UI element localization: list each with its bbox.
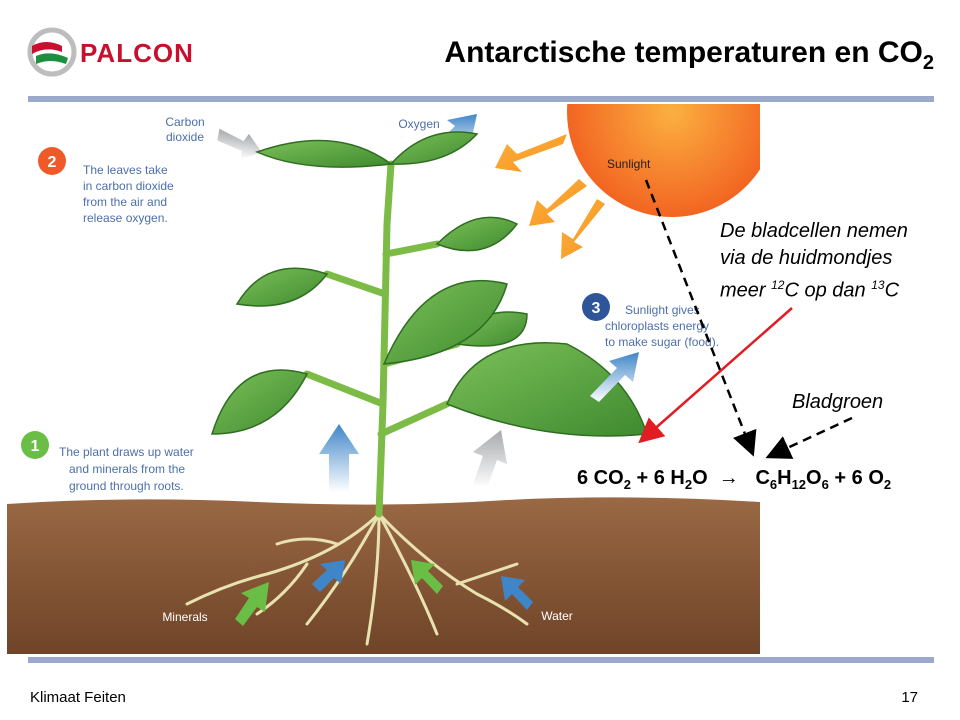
title-subscript: 2 <box>922 52 934 74</box>
isotope-note-line1: De bladcellen nemen <box>720 220 908 242</box>
step-2-text-line4: release oxygen. <box>83 211 168 225</box>
bladgroen-dashed-arrow <box>765 416 853 459</box>
palcon-logo <box>22 22 222 82</box>
hands-globe-icon <box>27 27 77 77</box>
water-arrow <box>501 576 533 610</box>
leaf <box>254 139 393 168</box>
step-3-text-line1: Sunlight gives <box>625 303 700 317</box>
eq-term: 6 CO <box>577 467 624 489</box>
step-1-number: 1 <box>31 438 40 455</box>
step-2-text-line3: from the air and <box>83 195 167 209</box>
plant-leaves <box>210 131 649 437</box>
step-1-text-line3: ground through roots. <box>69 479 184 493</box>
isotope-note: De bladcellen nemen via de huidmondjes m… <box>720 218 908 305</box>
isotope-note-text: meer <box>720 279 772 302</box>
leaf <box>435 216 519 252</box>
energy-arrow <box>590 352 639 402</box>
eq-subscript: 12 <box>791 477 807 492</box>
footer-title: Klimaat Feiten <box>30 689 126 706</box>
step-2-number: 2 <box>48 154 57 171</box>
footer-divider <box>28 657 934 663</box>
reaction-arrow-icon: → <box>718 467 739 489</box>
soil <box>7 497 760 654</box>
step-1-badge <box>21 431 49 459</box>
step-3-text-line2: chloroplasts energy <box>605 319 709 333</box>
eq-subscript: 2 <box>883 477 892 492</box>
bladgroen-label: Bladgroen <box>792 391 884 413</box>
eq-term: + 6 H <box>630 467 685 489</box>
sun-ray-arrow <box>529 179 587 226</box>
page-title: Antarctische temperaturen en CO2 <box>444 36 934 75</box>
eq-term: O <box>692 467 708 489</box>
plant-stem <box>303 160 461 518</box>
isotope-note-line2: via de huidmondjes <box>720 247 893 269</box>
header-divider <box>28 96 934 102</box>
step-2-text-line1: The leaves take <box>83 163 168 177</box>
step-3-text-line3: to make sugar (food). <box>605 335 719 349</box>
step-2-badge <box>38 147 66 175</box>
water-up-arrow <box>319 424 359 492</box>
water-arrow <box>312 560 345 592</box>
eq-subscript: 2 <box>623 477 631 492</box>
minerals-arrow <box>411 560 443 594</box>
isotope-13-superscript: 13 <box>871 278 885 292</box>
eq-term: O <box>806 467 822 489</box>
page-number: 17 <box>901 689 918 706</box>
isotope-12-superscript: 12 <box>771 278 785 292</box>
sunlight-label: Sunlight <box>607 157 651 171</box>
eq-subscript: 2 <box>684 477 693 492</box>
leaf <box>210 369 309 435</box>
step-1-text-line2: and minerals from the <box>69 462 185 476</box>
minerals-arrow <box>235 582 269 626</box>
eq-subscript: 6 <box>821 477 829 492</box>
minerals-label: Minerals <box>162 610 207 624</box>
leaf <box>235 267 329 307</box>
step-2-text-line2: in carbon dioxide <box>83 179 174 193</box>
water-label: Water <box>541 609 573 623</box>
leaf <box>382 279 508 365</box>
co2-in-arrow <box>217 128 262 159</box>
minerals-up-arrow <box>473 430 507 488</box>
logo-text: PALCON <box>80 38 194 68</box>
isotope-note-line3: meer 12C op dan 13C <box>720 272 908 305</box>
step-3-badge <box>582 293 610 321</box>
carbon-dioxide-label-line2: dioxide <box>166 130 204 144</box>
sun-ray-arrow <box>561 199 605 259</box>
eq-term: H <box>777 467 792 489</box>
isotope-note-text: C <box>884 279 900 302</box>
eq-subscript: 6 <box>769 477 778 492</box>
oxygen-label: Oxygen <box>398 117 439 131</box>
carbon-dioxide-label-line1: Carbon <box>165 115 204 129</box>
sun-ray-arrow <box>495 134 567 172</box>
step-1-text-line1: The plant draws up water <box>59 445 194 459</box>
isotope-note-text: C op dan <box>784 279 872 302</box>
photosynthesis-equation: 6 CO2 + 6 H2O → C6H12O6 + 6 O2 <box>577 467 891 492</box>
leaf <box>389 131 479 165</box>
eq-term: C <box>755 467 770 489</box>
sun-ray-arrows <box>495 134 605 259</box>
photosynthesis-illustration: Sunlight Carbon dioxide Oxygen 2 The lea… <box>7 104 760 654</box>
eq-term: + 6 O <box>828 467 884 489</box>
step-3-number: 3 <box>592 300 601 317</box>
title-main: Antarctische temperaturen en CO <box>444 36 923 69</box>
leaf <box>446 342 649 437</box>
